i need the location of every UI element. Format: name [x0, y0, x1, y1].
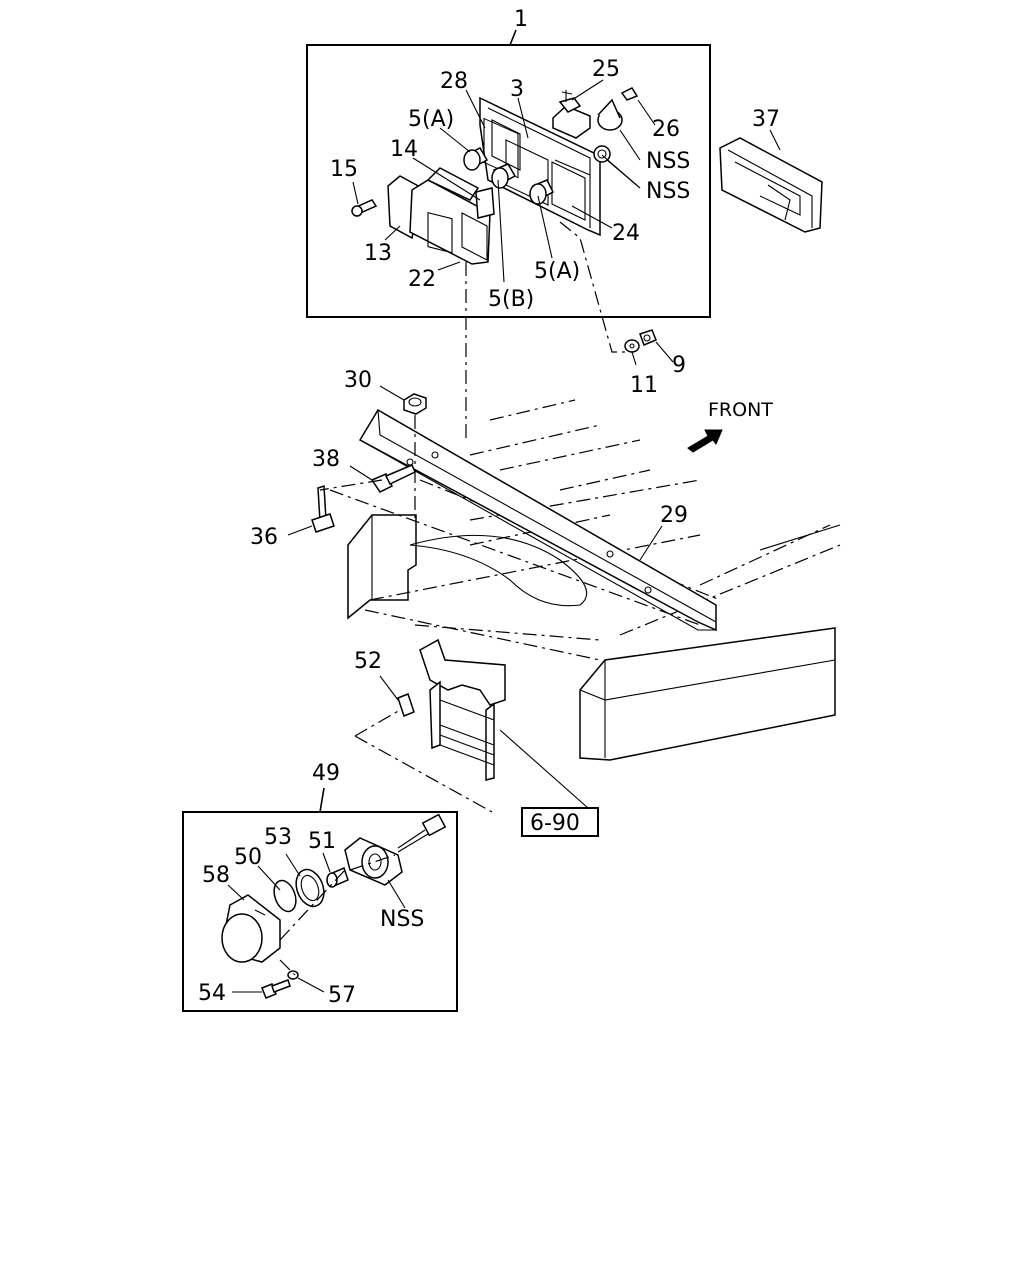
assembly-1-box [306, 44, 711, 318]
label-36: 36 [250, 525, 278, 550]
label-24: 24 [612, 221, 640, 246]
label-49: 49 [312, 761, 340, 786]
label-28: 28 [440, 69, 468, 94]
label-11: 11 [630, 373, 658, 398]
label-52: 52 [354, 649, 382, 674]
label-38: 38 [312, 447, 340, 472]
label-57: 57 [328, 983, 356, 1008]
label-53: 53 [264, 825, 292, 850]
label-1: 1 [514, 7, 528, 32]
bracket-29 [358, 408, 717, 632]
label-51: 51 [308, 829, 336, 854]
label-5a-bottom: 5(A) [534, 259, 580, 284]
label-front: FRONT [708, 399, 773, 421]
label-nss-1: NSS [646, 149, 690, 174]
label-50: 50 [234, 845, 262, 870]
connectors-5 [463, 147, 554, 205]
label-15: 15 [330, 157, 358, 182]
label-26: 26 [652, 117, 680, 142]
washer-nut [624, 329, 657, 353]
label-14: 14 [390, 137, 418, 162]
label-13: 13 [364, 241, 392, 266]
label-3: 3 [510, 77, 524, 102]
callout-labels: 1 28 3 25 26 5(A) 14 15 13 22 5(B) 5(A) … [198, 7, 780, 1008]
label-37: 37 [752, 107, 780, 132]
label-5a-top: 5(A) [408, 107, 454, 132]
label-6-90: 6-90 [530, 811, 580, 836]
label-9: 9 [672, 353, 686, 378]
label-25: 25 [592, 57, 620, 82]
front-arrow-icon [687, 429, 723, 453]
leader-lines [227, 79, 781, 993]
cover-37 [719, 137, 823, 233]
frame-rails [329, 399, 841, 761]
ref-6-90-box [521, 807, 599, 837]
sensor-assembly-49 [221, 813, 447, 999]
label-30: 30 [344, 368, 372, 393]
label-54: 54 [198, 981, 226, 1006]
label-29: 29 [660, 503, 688, 528]
label-nss-2: NSS [646, 179, 690, 204]
label-nss-3: NSS [380, 907, 424, 932]
label-22: 22 [408, 267, 436, 292]
brackets-13-22 [387, 167, 495, 265]
hanger-bracket [397, 638, 506, 781]
clip-nss [593, 87, 639, 163]
bolt-15 [351, 199, 378, 217]
label-5b: 5(B) [488, 287, 534, 312]
label-58: 58 [202, 863, 230, 888]
fasteners [311, 393, 427, 533]
sensor-25 [552, 90, 591, 139]
